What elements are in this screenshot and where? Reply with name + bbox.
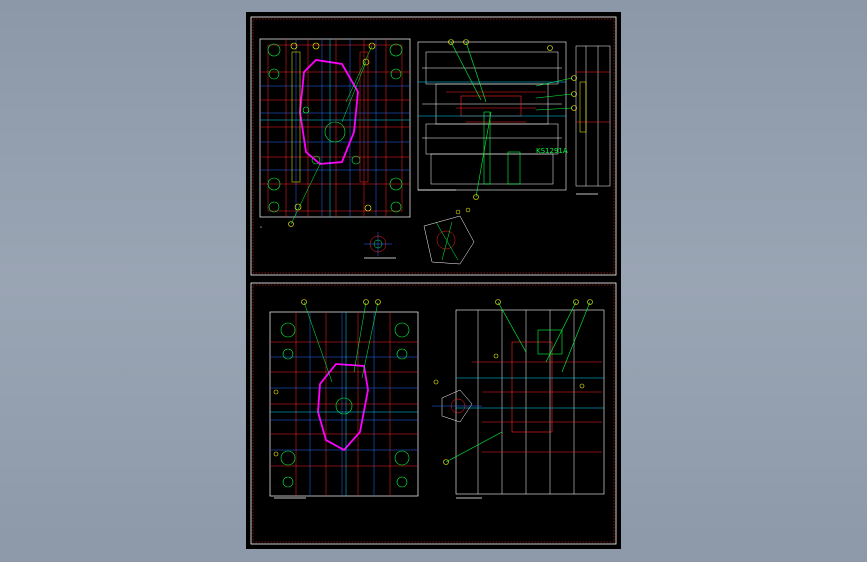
- lower-sheet-border: [252, 284, 615, 543]
- lower-section-view: [432, 299, 605, 499]
- cad-drawing: A: [250, 16, 617, 545]
- lower-plan-view: [269, 299, 439, 499]
- upper-sheet-border: [252, 18, 615, 274]
- annotation-label: KS1291A: [536, 147, 568, 155]
- upper-sheet-frame: [250, 16, 617, 276]
- lower-sheet-frame: [250, 282, 617, 545]
- cad-drawing-sheet[interactable]: A: [246, 12, 621, 549]
- upper-section-detail: [423, 207, 475, 265]
- upper-plan-view: A: [259, 38, 411, 229]
- upper-detail-view: [364, 232, 396, 259]
- upper-section-view: KS1291A: [417, 39, 577, 200]
- svg-text:A: A: [260, 225, 262, 229]
- upper-side-view: [575, 45, 611, 195]
